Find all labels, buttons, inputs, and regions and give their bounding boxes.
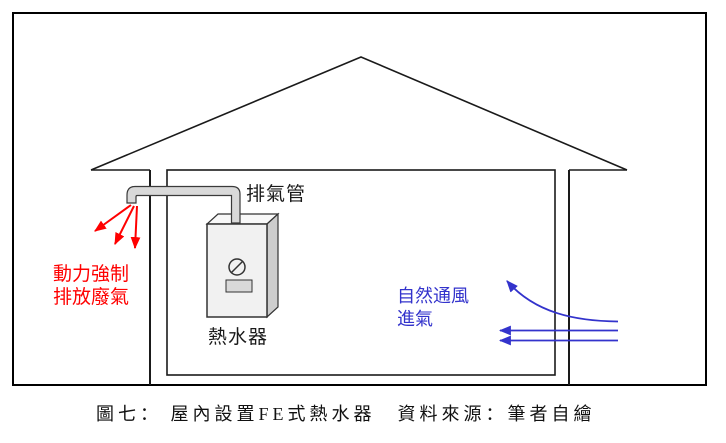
- natural-intake-label-line2: 進氣: [397, 309, 433, 329]
- natural-intake-label-line1: 自然通風: [397, 286, 469, 306]
- red-arrow-1: [94, 204, 132, 232]
- natural-intake-label: 自然通風 進氣: [397, 285, 469, 331]
- roof: [90, 56, 628, 171]
- water-heater: [205, 212, 280, 319]
- room-box: [166, 169, 556, 376]
- red-arrow-3: [130, 205, 141, 250]
- exhaust-pipe-label: 排氣管: [246, 184, 307, 205]
- figure-border: [12, 12, 707, 386]
- walls: [149, 170, 570, 385]
- heater-panel: [225, 279, 253, 293]
- roof-slopes: [90, 56, 628, 171]
- natural-intake-arrows: [498, 280, 619, 346]
- red-arrow-2: [114, 205, 135, 245]
- heater-knob-slash: [230, 260, 244, 274]
- blue-curved-arrow: [506, 280, 619, 323]
- exhaust-pipe: [126, 185, 241, 224]
- water-heater-label: 熱水器: [208, 327, 269, 348]
- forced-exhaust-label: 動力強制 排放廢氣: [53, 263, 129, 309]
- forced-exhaust-label-line2: 排放廢氣: [53, 287, 130, 308]
- figure-caption: 圖七： 屋內設置FE式熱水器 資料來源：筆者自繪: [96, 404, 596, 424]
- heater-side-face: [266, 212, 279, 319]
- heater-top-face: [205, 213, 280, 225]
- forced-exhaust-label-line1: 動力強制: [53, 264, 130, 285]
- forced-exhaust-arrows: [94, 204, 141, 250]
